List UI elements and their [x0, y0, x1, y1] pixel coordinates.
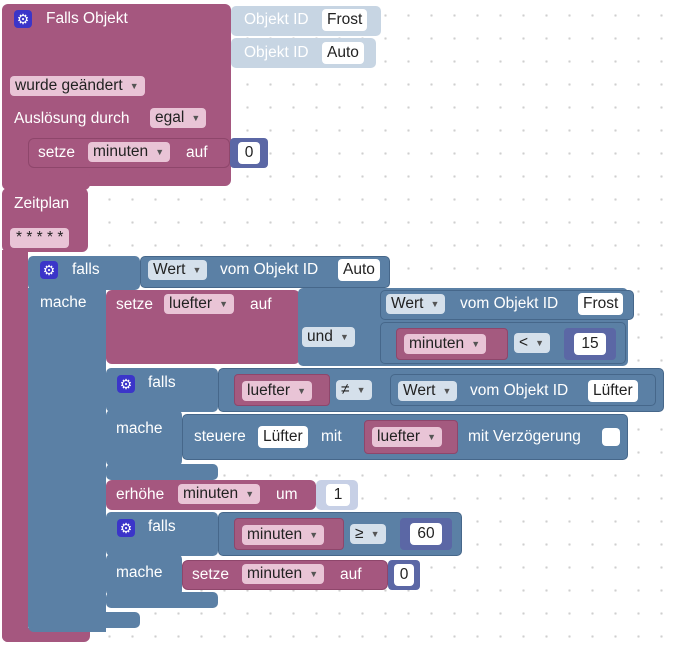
inner-if1-mache: mache: [116, 420, 163, 437]
schedule-label: Zeitplan: [14, 195, 70, 212]
object-id-field-1[interactable]: Frost: [322, 9, 368, 31]
chevron-down-icon: ▼: [430, 299, 440, 309]
inner-if1-op-dropdown[interactable]: ≠▼: [336, 380, 372, 400]
chevron-down-icon: ▼: [339, 332, 349, 342]
trigger-title: Falls Objekt: [46, 10, 128, 27]
control-steuere: steuere: [194, 428, 246, 445]
set-luefter-auf: auf: [250, 296, 272, 313]
outer-if-body-bar: [28, 288, 106, 632]
chevron-down-icon: ▼: [442, 386, 452, 396]
trigger-block-connector: [2, 170, 90, 190]
outer-cond-of: vom Objekt ID: [220, 261, 319, 278]
object-id-label-2: Objekt ID: [244, 44, 309, 61]
chevron-down-icon: ▼: [427, 432, 437, 442]
init-set-auf: auf: [186, 144, 208, 161]
chevron-down-icon: ▼: [245, 489, 255, 499]
and-left-prop-dropdown[interactable]: Wert▼: [386, 294, 446, 314]
object-id-field-2[interactable]: Auto: [322, 42, 364, 64]
outer-if-bottom: [28, 612, 140, 628]
inner-if1-var-dropdown[interactable]: luefter▼: [242, 381, 313, 401]
and-right-number[interactable]: 15: [574, 333, 606, 355]
inner-if2-set-var-dropdown[interactable]: minuten▼: [242, 564, 325, 584]
and-left-obj-field[interactable]: Frost: [578, 293, 624, 315]
outer-cond-prop-dropdown[interactable]: Wert▼: [148, 260, 208, 280]
and-operator-dropdown[interactable]: und▼: [302, 327, 355, 347]
inner-if2-bottom: [106, 592, 218, 608]
init-set-number[interactable]: 0: [238, 142, 260, 164]
ausloesung-label: Auslösung durch: [14, 110, 130, 127]
inner-if2-op-dropdown[interactable]: ≥▼: [350, 524, 386, 544]
gear-icon[interactable]: ⚙: [40, 261, 58, 279]
init-set-label: setze: [38, 144, 76, 161]
gear-icon[interactable]: ⚙: [117, 519, 135, 537]
control-delay-label: mit Verzögerung: [468, 428, 581, 445]
inner-if1-body: [106, 410, 182, 466]
chevron-down-icon: ▼: [309, 530, 319, 540]
inner-if2-mache: mache: [116, 564, 163, 581]
control-var-dropdown[interactable]: luefter▼: [372, 427, 443, 447]
chevron-down-icon: ▼: [535, 338, 545, 348]
and-left-of: vom Objekt ID: [460, 295, 559, 312]
ausloesung-dropdown[interactable]: egal▼: [150, 108, 207, 128]
increment-number[interactable]: 1: [326, 484, 350, 506]
set-luefter-setze: setze: [116, 296, 154, 313]
control-obj-field[interactable]: Lüfter: [258, 426, 308, 448]
inner-if2-set-number[interactable]: 0: [394, 564, 414, 586]
chevron-down-icon: ▼: [219, 299, 229, 309]
inner-if2-var-dropdown[interactable]: minuten▼: [242, 525, 325, 545]
chevron-down-icon: ▼: [297, 386, 307, 396]
inner-if2-number[interactable]: 60: [410, 523, 442, 545]
inner-if2-body: [106, 554, 182, 596]
increment-um: um: [276, 486, 298, 503]
outer-if-mache: mache: [40, 294, 87, 311]
inner-if2-setze: setze: [192, 566, 230, 583]
set-luefter-var-dropdown[interactable]: luefter▼: [164, 294, 235, 314]
chevron-down-icon: ▼: [192, 265, 202, 275]
outer-cond-obj-field[interactable]: Auto: [338, 259, 380, 281]
control-mit: mit: [321, 428, 342, 445]
inner-if1-obj-field[interactable]: Lüfter: [588, 380, 638, 402]
inner-if2-auf: auf: [340, 566, 362, 583]
chevron-down-icon: ▼: [129, 81, 139, 91]
outer-if-falls: falls: [72, 261, 100, 278]
chevron-down-icon: ▼: [356, 385, 366, 395]
condition-dropdown[interactable]: wurde geändert▼: [10, 76, 145, 96]
chevron-down-icon: ▼: [191, 113, 201, 123]
inner-if1-prop-dropdown[interactable]: Wert▼: [398, 381, 458, 401]
and-right-var-dropdown[interactable]: minuten▼: [404, 334, 487, 354]
init-set-var-dropdown[interactable]: minuten▼: [88, 142, 171, 162]
chevron-down-icon: ▼: [155, 147, 165, 157]
inner-if2-falls: falls: [148, 518, 176, 535]
inner-if1-of: vom Objekt ID: [470, 382, 569, 399]
increment-var-dropdown[interactable]: minuten▼: [178, 484, 261, 504]
chevron-down-icon: ▼: [370, 529, 380, 539]
inner-if1-bottom: [106, 464, 218, 480]
increment-label: erhöhe: [116, 486, 165, 503]
delay-checkbox[interactable]: [602, 428, 620, 446]
gear-icon[interactable]: ⚙: [117, 375, 135, 393]
and-right-op-dropdown[interactable]: <▼: [514, 333, 551, 353]
chevron-down-icon: ▼: [471, 339, 481, 349]
inner-if1-falls: falls: [148, 374, 176, 391]
chevron-down-icon: ▼: [309, 569, 319, 579]
object-id-label-1: Objekt ID: [244, 11, 309, 28]
schedule-body-bar: [2, 250, 28, 642]
cron-field[interactable]: * * * * *: [10, 228, 70, 248]
gear-icon[interactable]: ⚙: [14, 10, 32, 28]
